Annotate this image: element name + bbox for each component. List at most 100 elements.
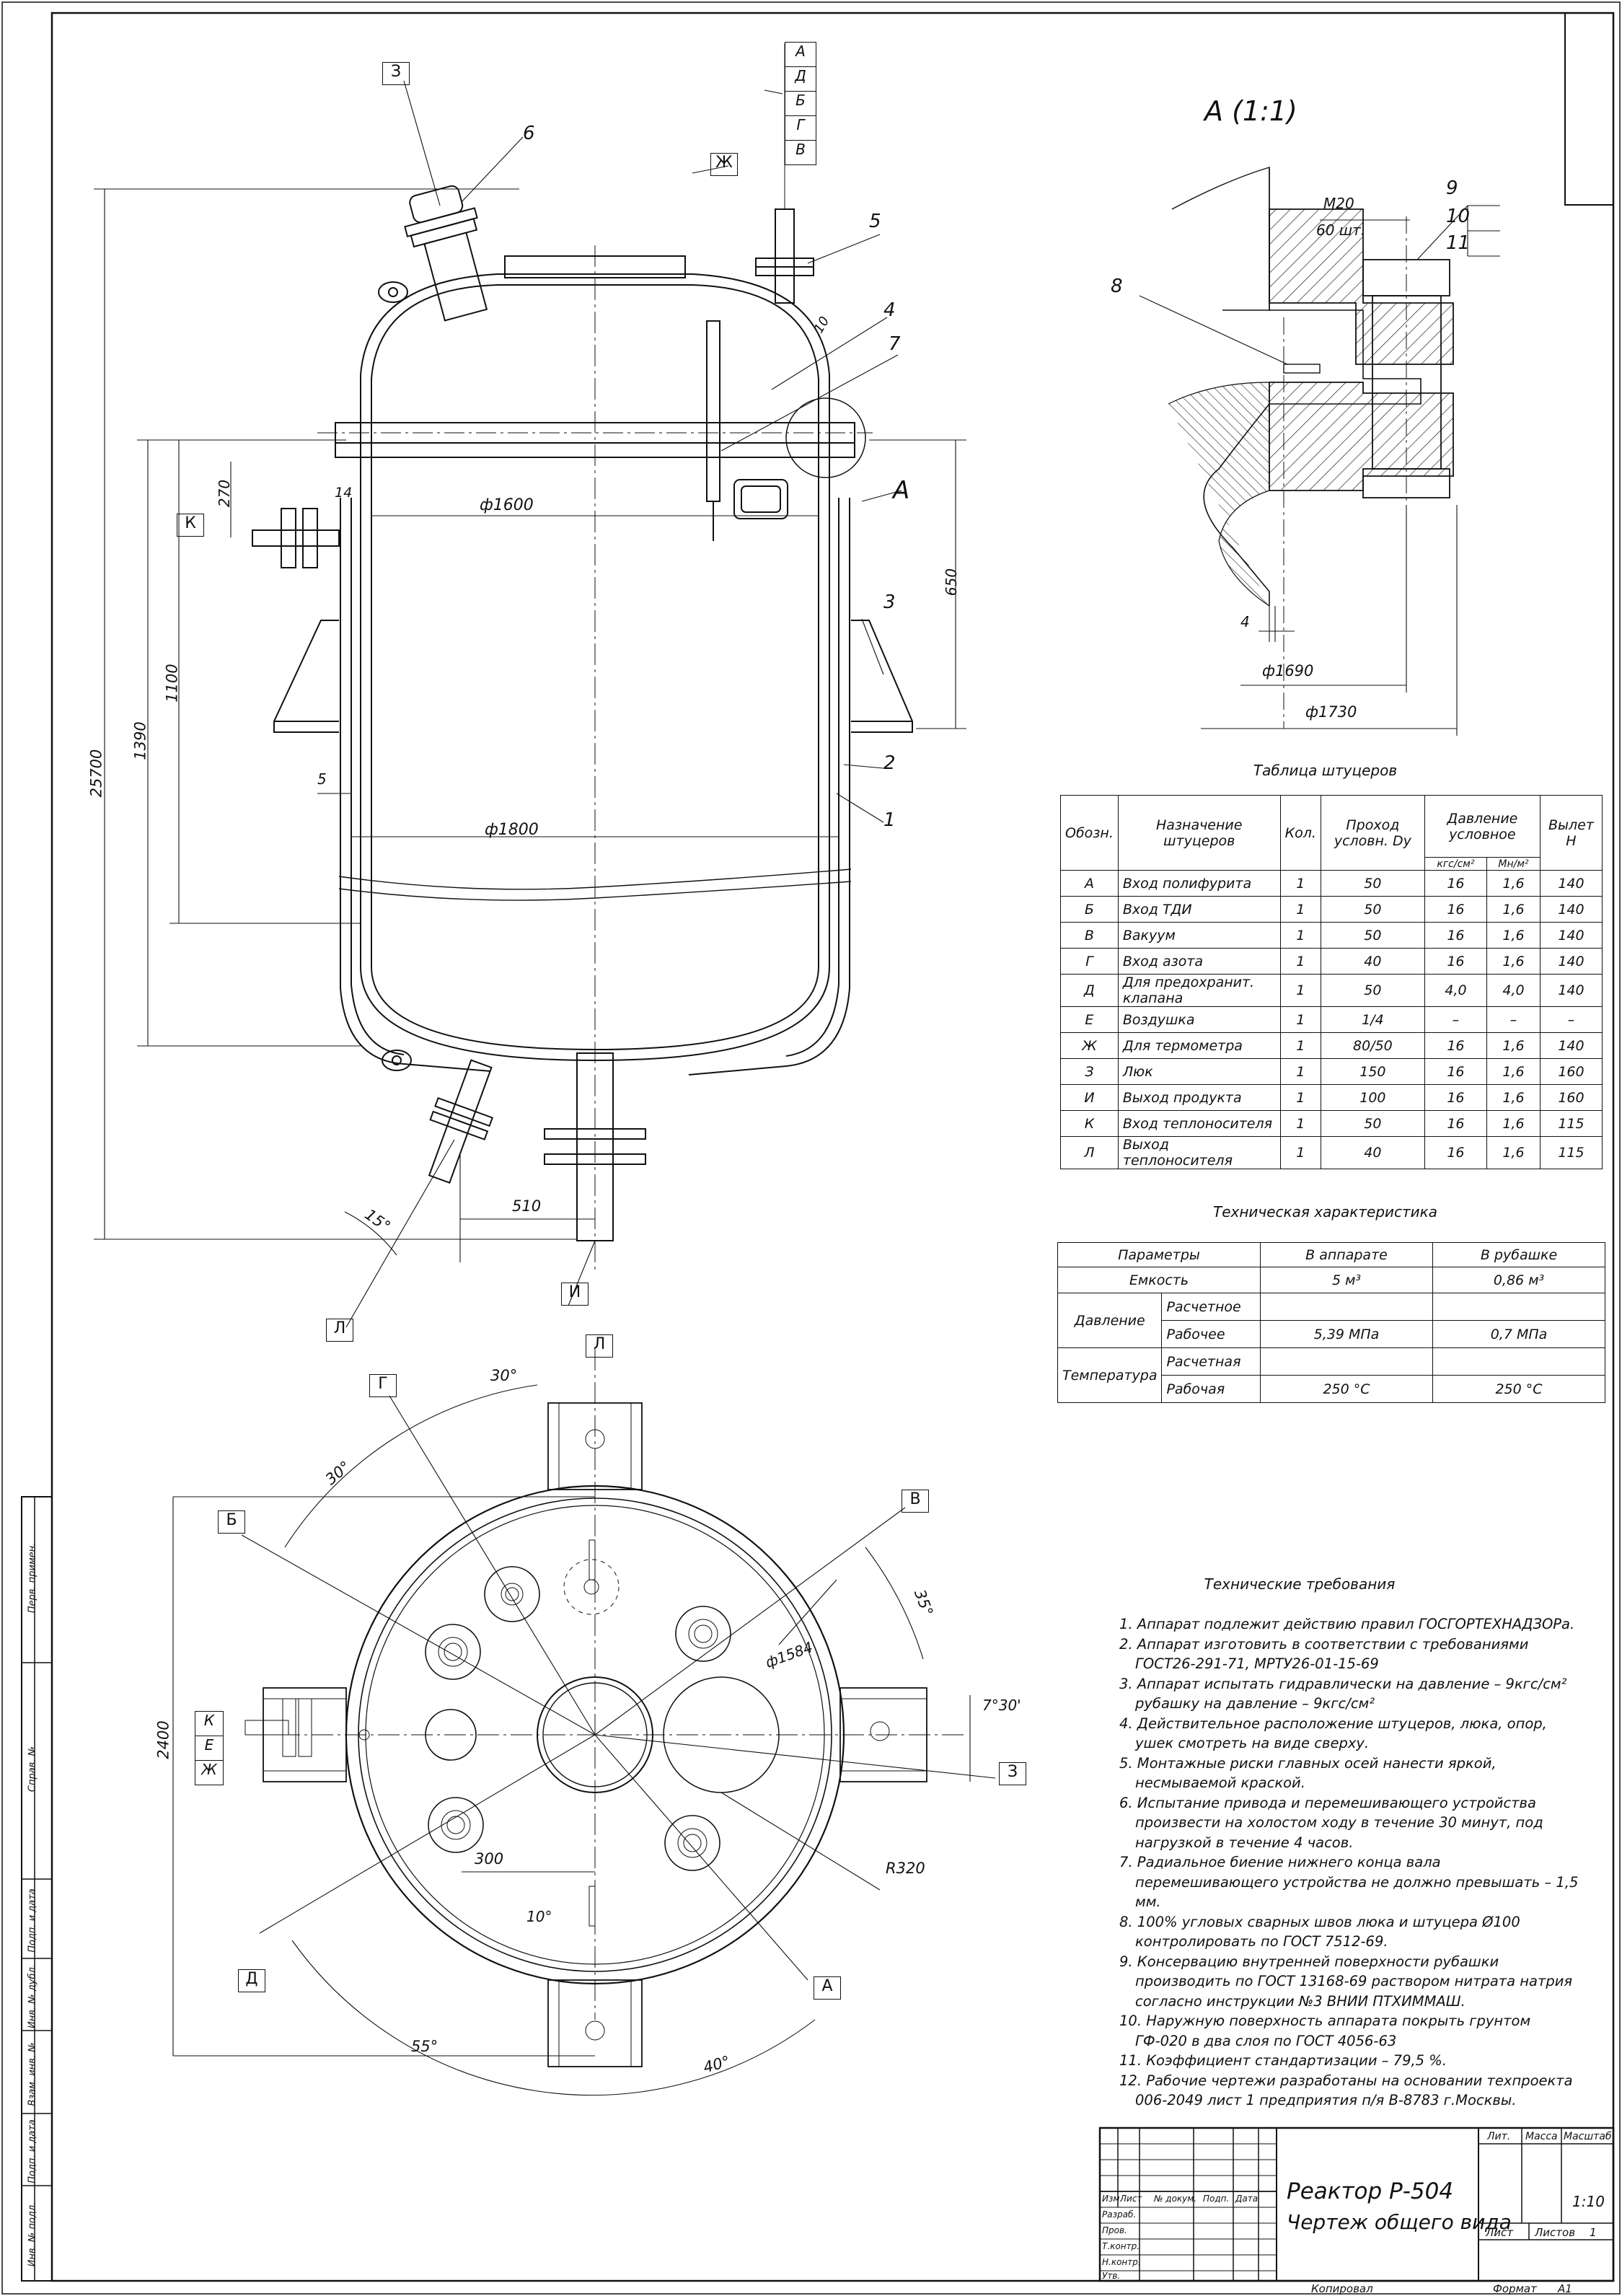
nozzle-cell: 1 <box>1279 1110 1321 1137</box>
nozzle-cell: 100 <box>1320 1084 1425 1111</box>
nozzle-cell: 50 <box>1320 896 1425 923</box>
tb-row-utv: Утв. <box>1102 2271 1121 2281</box>
detail-dim-1730: ф1730 <box>1305 703 1357 721</box>
elevation-leaders <box>345 80 902 1328</box>
tc-h-param: Параметры <box>1057 1242 1261 1267</box>
nozzle-cell: И <box>1060 1084 1119 1111</box>
requirement-item: 12. Рабочие чертежи разработаны на основ… <box>1119 2072 1573 2109</box>
tb-col-sign: Подп. <box>1203 2194 1230 2204</box>
nozzle-cell: 140 <box>1539 1032 1603 1059</box>
tc-pressure-calc-jacket <box>1432 1293 1605 1321</box>
tc-h-jacket: В рубашке <box>1432 1242 1605 1267</box>
nt-h-mn: Мн/м² <box>1486 857 1541 871</box>
tb-lit: Лит. <box>1487 2131 1511 2142</box>
box-z: З <box>382 62 410 85</box>
nozzle-cell: З <box>1060 1058 1119 1085</box>
tc-temp-work: Рабочая <box>1161 1375 1261 1403</box>
nozzle-cell: 140 <box>1539 974 1603 1007</box>
tc-pressure-work-vessel: 5,39 МПа <box>1260 1320 1433 1348</box>
nozzle-cell: 40 <box>1320 1136 1425 1169</box>
nozzle-cell: 140 <box>1539 870 1603 897</box>
nozzle-cell: Для предохранит. клапана <box>1117 974 1281 1007</box>
stack-v: В <box>795 141 806 158</box>
tb-row-nkontr: Н.контр. <box>1102 2257 1141 2267</box>
nozzle-cell: В <box>1060 922 1119 949</box>
strip-vzam: Взам. инв. № <box>27 2042 38 2106</box>
nozzle-cell: 16 <box>1424 1058 1488 1085</box>
box-i: И <box>561 1283 589 1306</box>
requirement-item: 10. Наружную поверхность аппарата покрыт… <box>1119 2013 1531 2049</box>
tb-row-tkontr: Т.контр. <box>1102 2241 1140 2251</box>
nozzle-cell: Для термометра <box>1117 1032 1281 1059</box>
pos-1: 1 <box>883 809 896 831</box>
nozzle-cell: 16 <box>1424 1084 1488 1111</box>
detail-pos-9: 9 <box>1446 177 1458 199</box>
tb-col-list: Лист <box>1120 2194 1142 2204</box>
tc-temp-calc: Расчетная <box>1161 1347 1261 1376</box>
strip-inv-podl: Инв. № подл. <box>27 2202 38 2267</box>
nozzle-cell: Ж <box>1060 1032 1119 1059</box>
nozzle-table-title: Таблица штуцеров <box>1253 762 1398 779</box>
tc-temp-work-jacket: 250 °С <box>1432 1375 1605 1403</box>
nozzle-cell: Вакуум <box>1117 922 1281 949</box>
pos-6: 6 <box>523 123 535 144</box>
plan-dim-55: 55° <box>411 2038 438 2055</box>
nozzle-cell: 1,6 <box>1486 870 1541 897</box>
nozzle-cell: 1 <box>1279 1136 1321 1169</box>
nozzle-cell: 50 <box>1320 1110 1425 1137</box>
nozzle-cell: 160 <box>1539 1058 1603 1085</box>
box-k: К <box>177 514 204 537</box>
tc-pressure: Давление <box>1057 1293 1163 1348</box>
tc-h-vessel: В аппарате <box>1260 1242 1433 1267</box>
dim-650: 650 <box>943 568 961 597</box>
nozzle-cell: 1,6 <box>1486 1110 1541 1137</box>
plan-box-z: З <box>999 1762 1026 1785</box>
nozzle-cell: 1 <box>1279 870 1321 897</box>
nozzle-cell: 1 <box>1279 1006 1321 1033</box>
nt-h-kgs: кгс/см² <box>1424 857 1488 871</box>
plan-dim-2400: 2400 <box>154 1720 172 1759</box>
requirement-item: 11. Коэффициент стандартизации – 79,5 %. <box>1119 2052 1447 2069</box>
nozzle-cell: 50 <box>1320 870 1425 897</box>
tech-char-title: Техническая характеристика <box>1212 1203 1438 1220</box>
plan-box-zh: Ж <box>201 1761 217 1778</box>
requirement-item: 7. Радиальное биение нижнего конца вала … <box>1119 1854 1579 1910</box>
pos-7: 7 <box>889 333 901 355</box>
nozzle-cell: Вход ТДИ <box>1117 896 1281 923</box>
plan-box-v: В <box>902 1490 929 1513</box>
detail-dim-1690: ф1690 <box>1262 662 1314 679</box>
plan-box-l: Л <box>586 1334 613 1358</box>
nozzle-cell: 1 <box>1279 1032 1321 1059</box>
tc-temp-work-vessel: 250 °С <box>1260 1375 1433 1403</box>
plan-dim-300: 300 <box>475 1850 504 1868</box>
plan-box-e: Е <box>195 1736 223 1761</box>
requirement-item: 6. Испытание привода и перемешивающего у… <box>1119 1794 1543 1851</box>
nozzle-cell: 80/50 <box>1320 1032 1425 1059</box>
nozzle-cell: 115 <box>1539 1110 1603 1137</box>
strip-perv-primen: Перв. примен. <box>27 1542 38 1614</box>
nozzle-cell: 16 <box>1424 870 1488 897</box>
tb-format: Формат <box>1493 2282 1537 2295</box>
pos-5: 5 <box>869 211 881 232</box>
nozzle-cell: К <box>1060 1110 1119 1137</box>
requirement-item: 4. Действительное расположение штуцеров,… <box>1119 1715 1547 1752</box>
detail-bolt-size: М20 <box>1323 195 1354 212</box>
tb-format-value: А1 <box>1558 2282 1572 2295</box>
tc-capacity: Емкость <box>1057 1267 1261 1293</box>
plan-view <box>172 1349 996 2096</box>
tech-char-table: Параметры В аппарате В рубашке Емкость 5… <box>1057 1242 1605 1403</box>
title-block <box>1098 2126 1615 2282</box>
tb-col-doc: № докум. <box>1154 2194 1197 2204</box>
nozzle-cell: 4,0 <box>1424 974 1488 1007</box>
plan-box-k: К <box>195 1712 223 1736</box>
nozzle-cell: 1/4 <box>1320 1006 1425 1033</box>
dim-510: 510 <box>512 1197 542 1215</box>
nt-h-qty: Кол. <box>1279 795 1321 871</box>
requirement-item: 1. Аппарат подлежит действию правил ГОСГ… <box>1119 1616 1575 1632</box>
detail-bolt-qty: 60 шт. <box>1316 221 1366 239</box>
